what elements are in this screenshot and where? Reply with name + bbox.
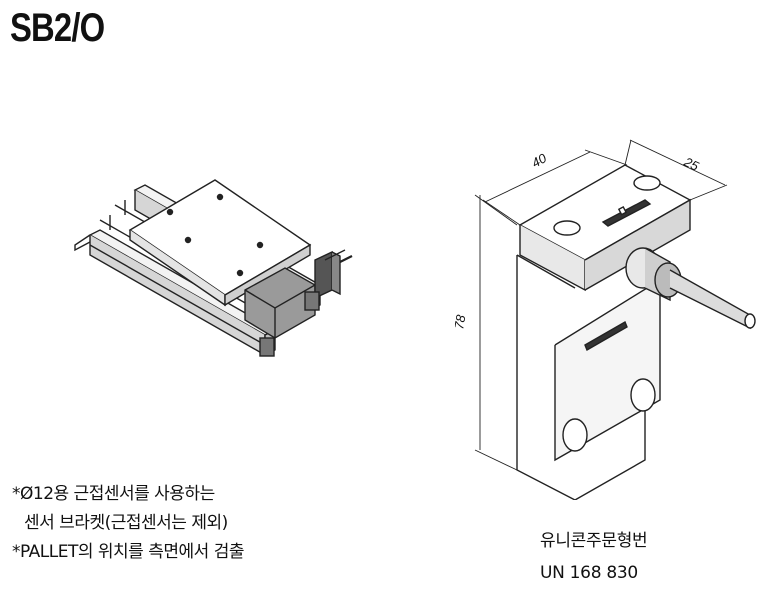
- rail-assembly-drawing: [74, 179, 353, 357]
- part-number-value: UN 168 830: [540, 563, 638, 583]
- usage-notes: *Ø12용 근접센서를 사용하는 센서 브라켓(근접센서는 제외) *PALLE…: [12, 480, 244, 567]
- height-dimension-label: 78: [455, 313, 469, 331]
- part-number-label: 유니콘주문형번: [540, 531, 648, 551]
- width-dimension-label: 40: [529, 150, 550, 171]
- note-line-1: *Ø12용 근접센서를 사용하는: [12, 484, 215, 504]
- part-number-block: 유니콘주문형번 UN 168 830: [540, 525, 648, 589]
- note-line-2: 센서 브라켓(근접센서는 제외): [24, 513, 228, 533]
- bracket-dimension-drawing: 78 40 25: [455, 139, 756, 500]
- note-line-3: *PALLET의 위치를 측면에서 검출: [12, 542, 244, 562]
- depth-dimension-label: 25: [681, 154, 702, 174]
- product-title: SB2/O: [10, 6, 105, 50]
